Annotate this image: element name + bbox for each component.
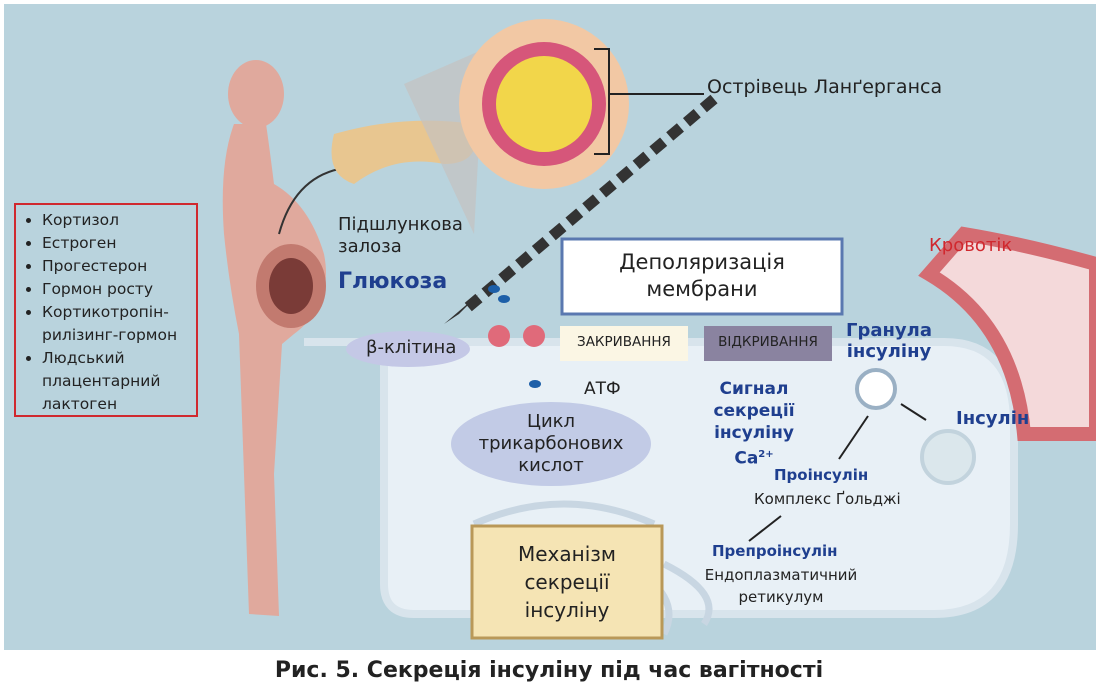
er-label: Ендоплазматичний ретикулум — [704, 566, 858, 606]
islet-label: Острівець Ланґерганса — [707, 76, 943, 98]
figure-caption: Рис. 5. Секреція інсуліну під час вагітн… — [274, 658, 824, 683]
hormone-item: Кортизол — [42, 209, 190, 232]
glucose-transporters — [488, 325, 545, 347]
hormone-item: Гормон росту — [42, 278, 190, 301]
diagram: Острівець Ланґерганса Підшлункова залоза… — [4, 4, 1096, 650]
hormones-legend: Кортизол Естроген Прогестерон Гормон рос… — [14, 203, 198, 417]
blood-vessel — [918, 226, 1096, 441]
islet-illustration — [459, 19, 629, 189]
secretion-signal-label: Сигнал секреції інсуліну Ca2+ — [694, 378, 814, 470]
insulin-granule-icon — [855, 368, 897, 410]
beta-cell-ellipse — [346, 331, 470, 367]
secretion-signal-text: Сигнал секреції інсуліну Ca — [713, 379, 795, 469]
islet-bracket — [594, 48, 704, 155]
hormone-item: Людський плацентарний лактоген — [42, 347, 190, 416]
preproinsulin-label: Препроінсулін — [712, 542, 838, 560]
beta-cell-label: β-клітина — [366, 337, 457, 358]
depolarization-box — [560, 237, 844, 316]
arrow-to-pancreas — [278, 168, 340, 235]
mechanism-box — [470, 524, 664, 640]
hormone-item: Прогестерон — [42, 255, 190, 278]
mechanism-label: Механізм секреції інсуліну — [517, 542, 616, 622]
opening-label: ВІДКРИВАННЯ — [718, 334, 818, 350]
hormone-item: Естроген — [42, 232, 190, 255]
diagram-artwork — [222, 19, 1096, 640]
pregnant-woman-illustration — [222, 60, 326, 616]
insulin-label: Інсулін — [956, 408, 1030, 429]
depolarization-label: Деполяризація мембрани — [619, 250, 785, 301]
calcium-superscript: 2+ — [758, 449, 774, 460]
golgi-label: Комплекс Ґольджі — [754, 490, 901, 508]
atp-label: АТФ — [584, 379, 621, 399]
arrows — [748, 403, 927, 542]
glucose-label: Глюкоза — [338, 269, 448, 294]
dashed-arrow — [462, 94, 718, 314]
proinsulin-label: Проінсулін — [774, 466, 869, 484]
tca-cycle-ellipse — [451, 402, 651, 486]
hormone-item: Кортикотропін-рилізинг-гормон — [42, 301, 190, 347]
blood-vessel-label: Кровотік — [929, 235, 1013, 256]
closing-label: ЗАКРИВАННЯ — [577, 334, 671, 350]
pancreas-label: Підшлункова залоза — [338, 214, 463, 257]
tca-cycle-label: Цикл трикарбонових кислот — [478, 411, 624, 476]
insulin-granule-label: Гранула інсуліну — [845, 320, 932, 362]
